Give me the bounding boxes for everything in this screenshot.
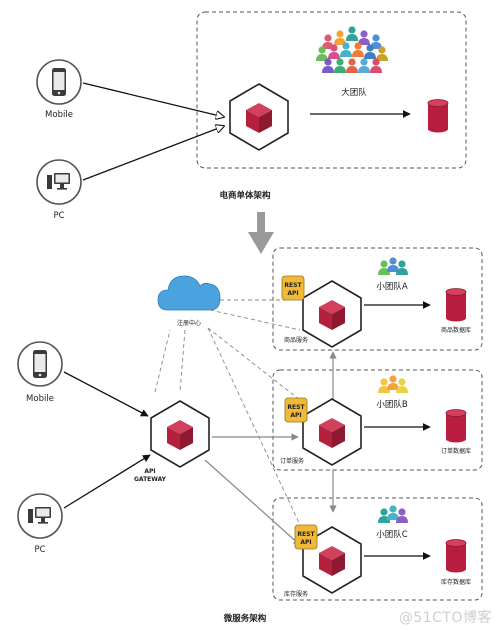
rest-api-label-line2: API xyxy=(287,290,298,297)
service-a-database-icon xyxy=(445,288,467,322)
service-a: REST API 商品服务 商品数据库 小团队A xyxy=(281,257,471,348)
rest-api-label-line2: API xyxy=(300,539,311,546)
transition-down-arrow-icon xyxy=(248,212,274,254)
service-a-label: 商品服务 xyxy=(284,336,308,344)
service-a-cube-icon xyxy=(302,280,362,348)
service-b-cube-icon xyxy=(302,398,362,466)
team-b-label: 小团队B xyxy=(376,399,408,410)
pc-icon xyxy=(17,493,63,539)
service-c-db-label: 库存数据库 xyxy=(441,578,471,586)
phone-icon xyxy=(36,59,82,105)
registry-links xyxy=(179,299,301,526)
monolith-section: Mobile PC xyxy=(36,11,467,221)
team-c-label: 小团队C xyxy=(376,529,408,540)
monolith-dashed-box xyxy=(196,11,467,169)
microservices-caption: 微服务架构 xyxy=(223,613,267,624)
pc-label: PC xyxy=(34,545,45,555)
watermark: @51CTO博客 xyxy=(398,610,492,626)
monolith-database-icon xyxy=(427,99,449,133)
gateway-label-line1: API xyxy=(144,468,155,475)
microservices-section: 注册中心 Mobile PC API GATEWAY xyxy=(17,247,483,624)
service-b-database-icon xyxy=(445,409,467,443)
service-c-dashed-box xyxy=(272,497,483,601)
team-a-people-icon xyxy=(378,257,408,275)
team-b-people-icon xyxy=(378,375,408,393)
rest-api-label-line1: REST xyxy=(297,531,315,538)
team-c-people-icon xyxy=(378,505,408,523)
api-gateway-cube-icon xyxy=(150,400,210,468)
mobile-label: Mobile xyxy=(26,394,54,404)
large-team-label: 大团队 xyxy=(341,87,367,98)
mobile-to-monolith-arrow xyxy=(82,82,224,117)
service-a-db-label: 商品数据库 xyxy=(441,326,471,334)
rest-api-label-line2: API xyxy=(290,412,301,419)
large-team-people-icon xyxy=(316,26,388,73)
gateway-label-line2: GATEWAY xyxy=(134,476,167,483)
pc-label: PC xyxy=(53,211,64,221)
monolith-app-cube-icon xyxy=(229,83,289,151)
service-b-db-label: 订单数据库 xyxy=(441,447,471,455)
service-b-dashed-box xyxy=(272,369,483,471)
mobile-label: Mobile xyxy=(45,110,73,120)
pc-icon xyxy=(36,159,82,205)
service-c-database-icon xyxy=(445,539,467,573)
monolith-caption: 电商单体架构 xyxy=(219,190,271,201)
gateway-to-service-c-arrow xyxy=(204,459,301,546)
registry-label: 注册中心 xyxy=(177,319,201,327)
service-c: REST API 库存服务 库存数据库 小团队C xyxy=(284,505,471,598)
service-b-label: 订单服务 xyxy=(280,457,304,465)
gateway-to-registry-dashed xyxy=(154,329,171,393)
rest-api-label-line1: REST xyxy=(287,404,305,411)
pc-to-monolith-arrow xyxy=(82,126,224,181)
mobile-to-gateway-arrow xyxy=(63,371,149,417)
phone-icon xyxy=(17,341,63,387)
pc-to-gateway-arrow xyxy=(63,454,151,509)
service-b: REST API 订单服务 订单数据库 小团队B xyxy=(280,375,471,466)
team-a-label: 小团队A xyxy=(376,281,408,292)
service-a-dashed-box xyxy=(272,247,483,351)
service-c-label: 库存服务 xyxy=(284,590,308,598)
rest-api-label-line1: REST xyxy=(284,282,302,289)
cloud-icon xyxy=(157,275,221,311)
